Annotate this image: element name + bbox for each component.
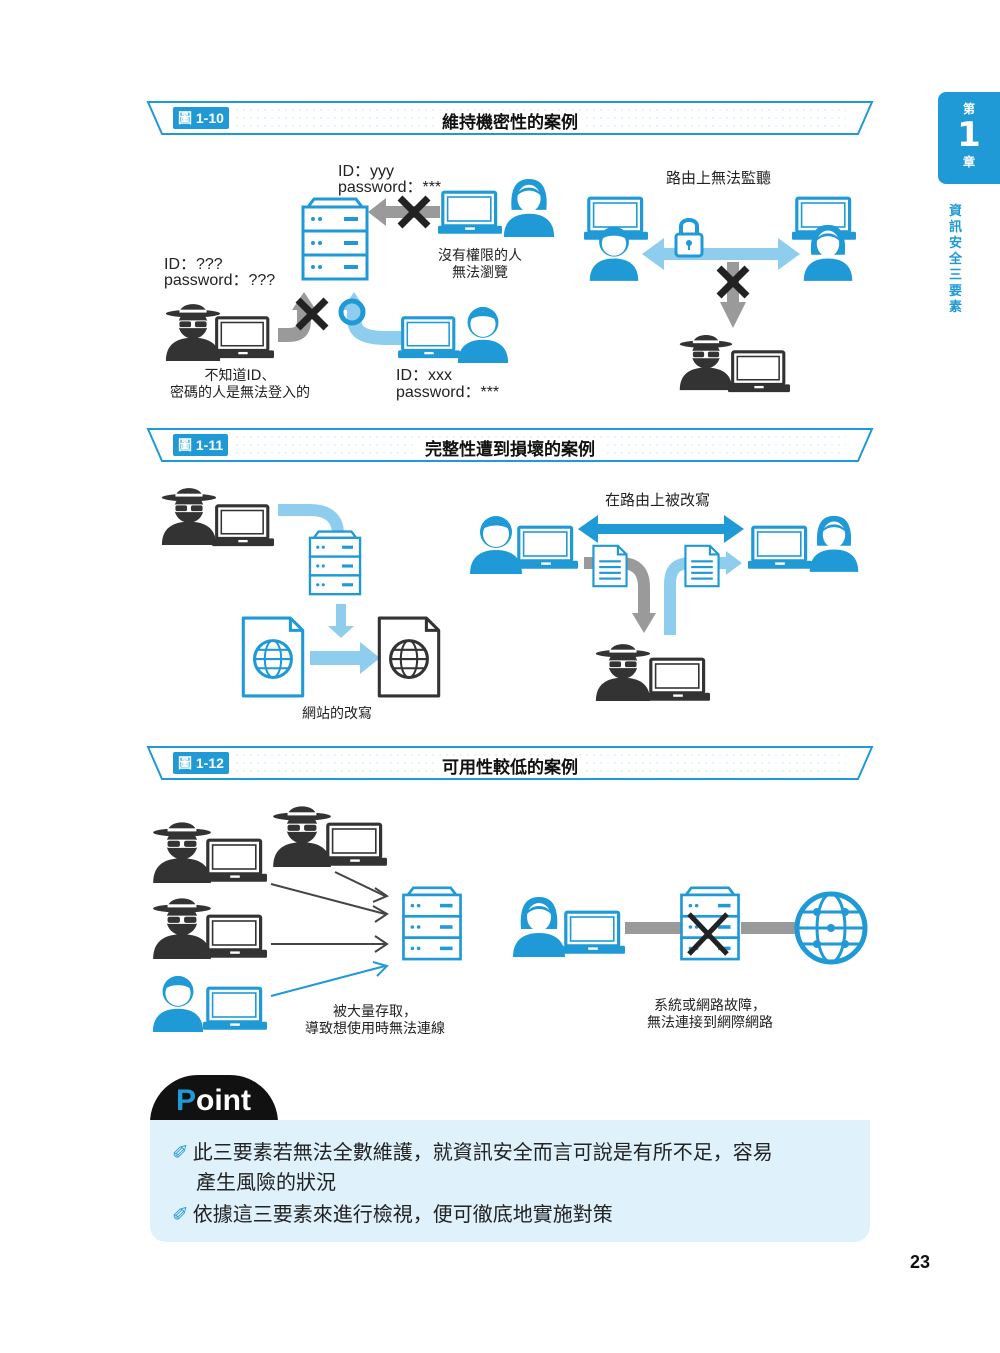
chapter-title: 資訊安全三要素 xyxy=(949,204,963,315)
laptop-icon xyxy=(212,504,274,548)
point-heading: Point xyxy=(150,1075,278,1118)
pen-icon: ✐ xyxy=(172,1202,189,1226)
figure-header-1-11: 圖 1-11 完整性遭到損壞的案例 xyxy=(146,428,874,462)
caption-line: 密碼的人是無法登入的 xyxy=(170,385,310,401)
figure-header-1-12: 圖 1-12 可用性較低的案例 xyxy=(146,746,874,780)
hacker-icon xyxy=(165,304,221,362)
woman-icon xyxy=(809,515,859,572)
caption-line: 不知道ID、 xyxy=(204,368,276,384)
no-permission-caption: 沒有權限的人 無法瀏覽 xyxy=(420,248,540,282)
point-box xyxy=(150,1120,870,1242)
document-icon xyxy=(684,544,720,588)
point-item-text: 產生風險的狀況 xyxy=(196,1170,336,1194)
failure-caption: 系統或網路故障， 無法連接到網際網路 xyxy=(625,998,795,1032)
id-unknown-label: ID：??? xyxy=(164,256,223,273)
website-tamper-diagram xyxy=(161,488,441,698)
man-icon xyxy=(152,975,204,1032)
password-xxx-label: password：*** xyxy=(396,384,500,401)
pen-icon: ✐ xyxy=(172,1140,189,1164)
denied-x-icon xyxy=(397,195,431,229)
chapter-label-bottom: 章 xyxy=(962,155,975,169)
id-yyy-label: ID：yyy xyxy=(338,163,395,180)
server-icon xyxy=(401,886,463,961)
globe-icon xyxy=(797,894,865,962)
site-tamper-caption: 網站的改寫 xyxy=(302,706,372,722)
laptop-icon xyxy=(203,986,267,1032)
page-number: 23 xyxy=(910,1252,931,1272)
caption-line: 導致想使用時無法連線 xyxy=(305,1021,445,1037)
point-item-1-cont: 產生風險的狀況 xyxy=(196,1167,336,1197)
point-tab: Point xyxy=(150,1075,278,1123)
figure-title: 完整性遭到損壞的案例 xyxy=(417,440,603,460)
laptop-icon xyxy=(212,316,274,360)
failure-x-icon xyxy=(687,912,729,956)
route-tamper-diagram xyxy=(470,515,859,703)
laptop-icon xyxy=(203,914,267,960)
figure-title: 可用性較低的案例 xyxy=(434,758,586,778)
dos-caption: 被大量存取， 導致想使用時無法連線 xyxy=(290,1004,460,1038)
hacker-icon xyxy=(273,806,331,867)
caption-line: 無法連接到網際網路 xyxy=(647,1015,773,1031)
hacker-icon xyxy=(153,898,211,959)
point-heading-rest: oint xyxy=(196,1084,251,1117)
caption-line: 系統或網路故障， xyxy=(654,998,766,1014)
tampered-website-icon xyxy=(377,616,441,698)
point-item-1: ✐此三要素若無法全數維護，就資訊安全而言可說是有所不足，容易 xyxy=(172,1137,773,1167)
laptop-icon xyxy=(514,525,578,571)
laptop-icon xyxy=(398,316,460,360)
woman-icon xyxy=(513,897,565,957)
dos-attack-diagram xyxy=(152,806,463,1032)
laptop-icon xyxy=(438,190,502,236)
password-unknown-label: password：??? xyxy=(164,272,276,289)
hacker-icon xyxy=(679,334,733,391)
chapter-tab: 第 1 章 xyxy=(938,92,1000,184)
man-icon xyxy=(457,306,509,363)
figure-title: 維持機密性的案例 xyxy=(434,113,586,133)
hacker-icon xyxy=(153,822,211,883)
caption-line: 沒有權限的人 xyxy=(438,248,522,264)
confidentiality-login-diagram xyxy=(165,178,555,363)
laptop-icon xyxy=(646,657,710,703)
point-item-text: 此三要素若無法全數維護，就資訊安全而言可說是有所不足，容易 xyxy=(192,1140,773,1164)
password-yyy-label: password：*** xyxy=(338,179,442,196)
caption-line: 被大量存取， xyxy=(333,1004,417,1020)
point-item-text: 依據這三要素來進行檢視，便可徹底地實施對策 xyxy=(192,1202,613,1226)
laptop-icon xyxy=(323,822,387,868)
chapter-number: 1 xyxy=(957,115,981,155)
server-icon xyxy=(680,886,740,961)
laptop-icon xyxy=(561,910,625,956)
caption-line: 無法瀏覽 xyxy=(452,265,508,281)
laptop-icon xyxy=(748,525,812,571)
server-icon xyxy=(301,197,369,281)
figure-label: 圖 1-10 xyxy=(173,107,229,129)
laptop-icon xyxy=(203,838,267,884)
id-xxx-label: ID：xxx xyxy=(396,367,453,384)
unknown-login-caption: 不知道ID、 密碼的人是無法登入的 xyxy=(150,368,330,402)
hacker-icon xyxy=(161,488,217,546)
chapter-label-top: 第 xyxy=(962,102,975,116)
wiretap-caption: 路由上無法監聽 xyxy=(666,169,772,187)
hacker-icon xyxy=(595,644,651,702)
woman-icon xyxy=(503,178,555,237)
route-tamper-caption: 在路由上被改寫 xyxy=(605,491,711,509)
allowed-circle-icon xyxy=(338,298,366,326)
network-failure-diagram xyxy=(513,886,875,980)
point-item-2: ✐依據這三要素來進行檢視，便可徹底地實施對策 xyxy=(172,1199,613,1229)
laptop-icon xyxy=(728,350,790,394)
server-icon xyxy=(308,530,362,596)
denied-x-icon xyxy=(295,297,329,331)
point-heading-initial: P xyxy=(176,1084,197,1117)
document-icon xyxy=(592,544,628,588)
figure-label: 圖 1-11 xyxy=(173,434,229,456)
wiretap-diagram xyxy=(584,196,856,394)
denied-x-icon xyxy=(716,265,750,299)
figure-header-1-10: 圖 1-10 維持機密性的案例 xyxy=(146,101,874,135)
website-document-icon xyxy=(241,616,305,698)
figure-label: 圖 1-12 xyxy=(173,752,229,774)
